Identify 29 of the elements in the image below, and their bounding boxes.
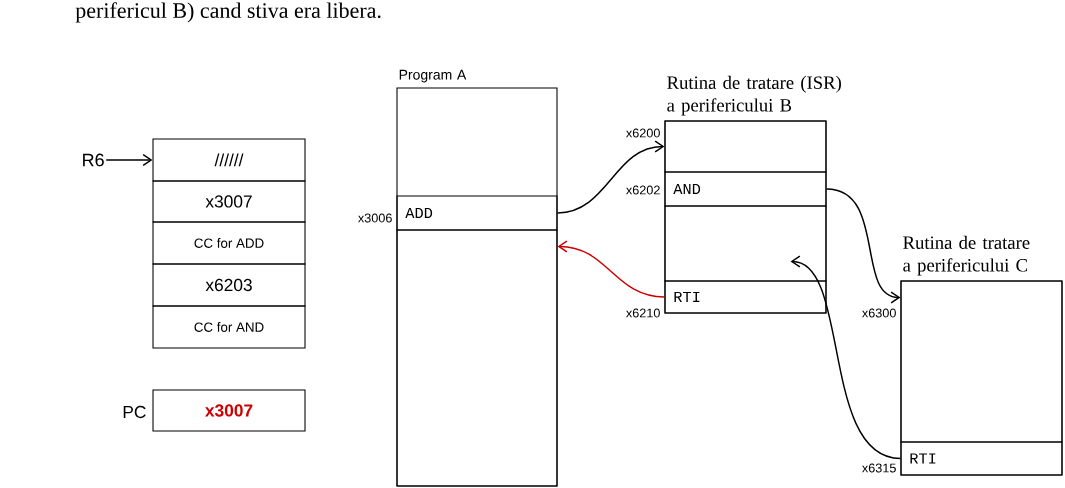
address-label: x3006 <box>358 213 392 223</box>
node-label: Program A <box>399 69 467 83</box>
stack-cell: ////// <box>152 138 306 182</box>
stack-cell: x6203 <box>152 263 306 307</box>
address-label: x6202 <box>626 185 660 195</box>
memory-row: RTI <box>900 441 1063 476</box>
memory-row <box>664 205 827 282</box>
memory-row: AND <box>664 171 827 207</box>
register-label: R6 <box>83 153 104 167</box>
address-label: x6300 <box>862 308 896 318</box>
arrow <box>556 140 665 214</box>
memory-row: ADD <box>396 195 558 231</box>
arrow <box>105 153 153 167</box>
memory-row: RTI <box>664 280 827 314</box>
arrow <box>790 255 902 460</box>
stack-cell: x3007 <box>152 180 306 223</box>
arrow <box>825 188 901 304</box>
node-label: Rutina de tratare a perifericului C <box>903 235 1030 276</box>
address-label: x6210 <box>626 308 660 318</box>
address-label: x6200 <box>626 128 660 138</box>
address-label: x6315 <box>862 463 896 473</box>
stack-cell: CC for AND <box>152 305 306 349</box>
node-label: Rutina de tratare (ISR) a perifericului B <box>667 75 841 116</box>
arrow <box>557 240 666 298</box>
register-label: PC <box>123 405 146 419</box>
stack-cell: CC for ADD <box>152 221 306 265</box>
body-text: perifericul B) cand stiva era libera. <box>75 2 381 23</box>
register-box: x3007 <box>152 389 306 432</box>
memory-row <box>396 229 558 487</box>
